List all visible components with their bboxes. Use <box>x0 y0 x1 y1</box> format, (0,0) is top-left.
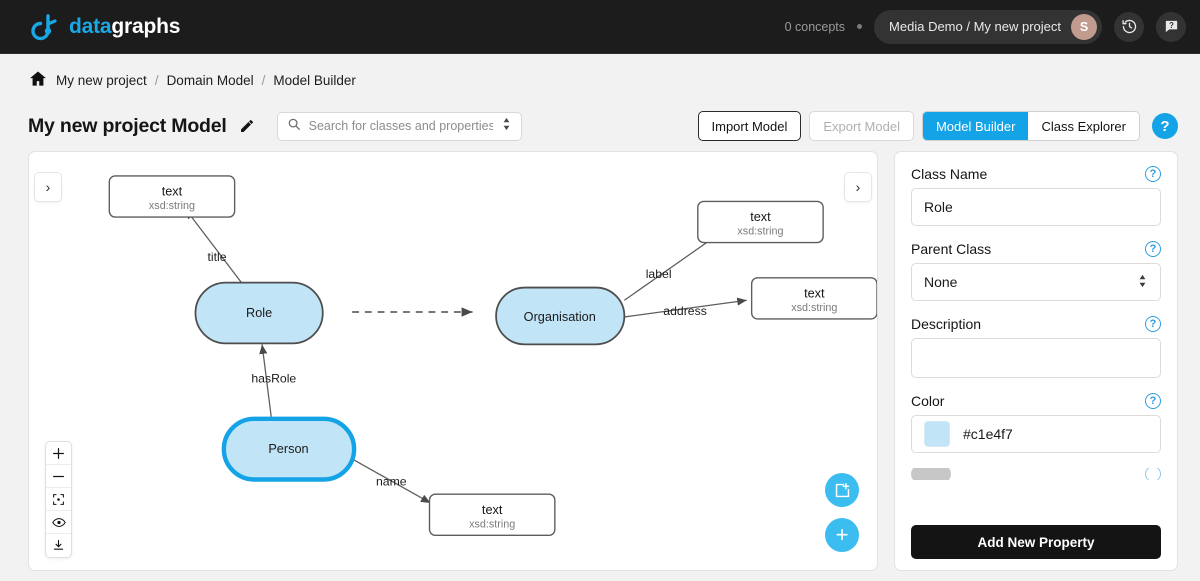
add-new-property-button[interactable]: Add New Property <box>911 525 1161 559</box>
svg-text:?: ? <box>1169 21 1174 30</box>
edge-label-address: address <box>663 304 707 318</box>
class-details-panel: Class Name ? Role Parent Class ? None <box>894 151 1178 571</box>
edge-label-label: label <box>646 267 672 281</box>
graph-canvas[interactable]: › › text xsd:string <box>28 151 878 571</box>
zoom-in-icon[interactable] <box>46 442 71 465</box>
parent-class-select[interactable]: None <box>911 263 1161 301</box>
toolbar-help-icon[interactable]: ? <box>1152 113 1178 139</box>
chevron-updown-icon <box>1137 274 1148 291</box>
top-bar: datagraphs 0 concepts Media Demo / My ne… <box>0 0 1200 54</box>
class-node-organisation-label: Organisation <box>524 309 596 324</box>
download-icon[interactable] <box>46 534 71 557</box>
collapse-left-panel-button[interactable]: › <box>34 172 62 202</box>
datagraphs-logo-icon <box>28 11 60 43</box>
literal-label-main: text <box>750 209 771 224</box>
home-icon[interactable] <box>28 69 48 92</box>
class-name-label: Class Name <box>911 166 988 182</box>
literal-label-sub: xsd:string <box>737 226 783 238</box>
breadcrumb-separator: / <box>154 72 159 88</box>
breadcrumb-separator: / <box>261 72 266 88</box>
clipped-help-icon[interactable] <box>1145 468 1161 480</box>
edge-hasRole <box>259 344 273 422</box>
project-name: Media Demo / My new project <box>889 19 1061 34</box>
help-bubble-icon[interactable]: ? <box>1156 11 1186 42</box>
edge-label-hasRole: hasRole <box>251 372 296 386</box>
main-area: › › text xsd:string <box>0 151 1200 571</box>
literal-node-title[interactable]: text xsd:string <box>108 175 236 218</box>
literal-name-sub: xsd:string <box>469 518 515 530</box>
literal-node-name[interactable]: text xsd:string <box>428 493 556 536</box>
breadcrumb-item-2[interactable]: Model Builder <box>273 72 356 88</box>
add-fab[interactable]: + <box>825 518 859 552</box>
export-model-button: Export Model <box>809 111 914 141</box>
color-help-icon[interactable]: ? <box>1145 393 1161 409</box>
import-model-button[interactable]: Import Model <box>697 111 802 141</box>
field-class-name: Class Name ? Role <box>911 166 1161 226</box>
concept-count: 0 concepts <box>784 19 846 34</box>
description-help-icon[interactable]: ? <box>1145 316 1161 332</box>
field-parent-class: Parent Class ? None <box>911 241 1161 301</box>
title-toolbar: My new project Model Import Model Export… <box>0 101 1200 151</box>
class-name-help-icon[interactable]: ? <box>1145 166 1161 182</box>
literal-address-main: text <box>804 285 825 300</box>
color-swatch[interactable] <box>924 421 950 447</box>
search-input[interactable] <box>308 119 493 133</box>
class-node-person[interactable]: Person <box>221 416 357 482</box>
clipped-toggle[interactable] <box>911 468 951 480</box>
color-input[interactable]: #c1e4f7 <box>911 415 1161 453</box>
zoom-out-icon[interactable] <box>46 465 71 488</box>
color-label: Color <box>911 393 945 409</box>
clipped-field-row <box>911 468 1161 480</box>
color-value: #c1e4f7 <box>963 426 1013 442</box>
literal-node-address[interactable]: text xsd:string <box>750 277 877 320</box>
avatar[interactable]: S <box>1071 13 1097 40</box>
description-input[interactable] <box>911 338 1161 378</box>
zoom-toolbar <box>45 441 72 558</box>
visibility-icon[interactable] <box>46 511 71 534</box>
view-tabs: Model Builder Class Explorer <box>921 111 1140 141</box>
logo-text-graphs: graphs <box>111 14 181 38</box>
class-node-person-label: Person <box>268 441 308 456</box>
breadcrumb-item-0[interactable]: My new project <box>56 72 147 88</box>
fit-to-screen-icon[interactable] <box>46 488 71 511</box>
literal-name-main: text <box>482 502 503 517</box>
project-selector[interactable]: Media Demo / My new project S <box>874 9 1102 44</box>
literal-title-sub: xsd:string <box>149 200 195 212</box>
field-description: Description ? <box>911 316 1161 378</box>
new-class-fab[interactable] <box>825 473 859 507</box>
class-node-role[interactable]: Role <box>194 281 324 345</box>
class-node-organisation[interactable]: Organisation <box>495 286 626 346</box>
tab-model-builder[interactable]: Model Builder <box>922 112 1029 140</box>
collapse-right-panel-button[interactable]: › <box>844 172 872 202</box>
page-title: My new project Model <box>28 114 227 137</box>
search-icon <box>287 117 301 136</box>
tab-class-explorer[interactable]: Class Explorer <box>1028 112 1139 140</box>
description-label: Description <box>911 316 982 332</box>
breadcrumb: My new project / Domain Model / Model Bu… <box>0 59 1200 101</box>
breadcrumb-item-1[interactable]: Domain Model <box>166 72 254 88</box>
class-name-input[interactable]: Role <box>911 188 1161 226</box>
parent-class-help-icon[interactable]: ? <box>1145 241 1161 257</box>
literal-title-main: text <box>162 184 183 199</box>
model-graph: text xsd:string text xsd:string text xsd… <box>108 175 877 536</box>
class-node-role-label: Role <box>246 305 272 320</box>
search-input-wrapper[interactable] <box>276 111 522 141</box>
separator-dot <box>857 24 863 29</box>
sort-updown-icon[interactable] <box>501 117 512 136</box>
edge-address <box>624 297 747 318</box>
edge-name <box>351 458 431 504</box>
app-logo[interactable]: datagraphs <box>28 11 180 43</box>
parent-class-label: Parent Class <box>911 241 992 257</box>
parent-class-value: None <box>924 274 958 290</box>
literal-address-sub: xsd:string <box>791 302 837 314</box>
literal-node-label[interactable]: text xsd:string <box>697 200 824 244</box>
logo-text-data: data <box>69 14 112 38</box>
edge-label-title: title <box>207 250 226 264</box>
pencil-icon[interactable] <box>239 118 255 134</box>
field-color: Color ? #c1e4f7 <box>911 393 1161 453</box>
edge-label-name: name <box>376 474 407 488</box>
history-icon[interactable] <box>1114 11 1144 42</box>
